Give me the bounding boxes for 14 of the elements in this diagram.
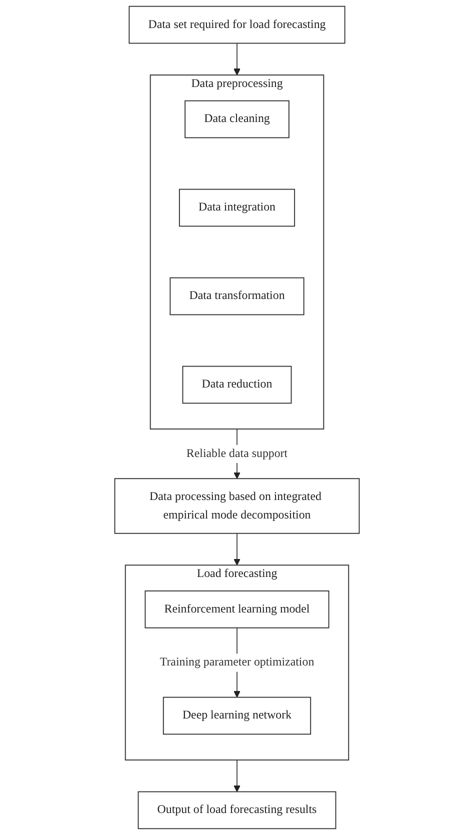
node-box: Data set required for load forecasting (128, 6, 346, 44)
node-box: Data transformation (170, 277, 304, 316)
node-box: Data processing based on integrated empirical mode decomposition (114, 478, 360, 534)
node-box: Data cleaning (184, 100, 290, 138)
arrow (234, 532, 240, 566)
node-box: Data integration (178, 188, 296, 227)
node-box: Data reduction (182, 366, 292, 404)
edge-label: Reliable data support (186, 447, 288, 460)
node-box: Reinforcement learning model (144, 590, 330, 628)
edge-label: Training parameter optimization (160, 656, 314, 669)
node-box: Deep learning network (162, 696, 312, 735)
node-box: Output of load forecasting results (138, 791, 336, 830)
arrow (234, 42, 240, 76)
arrow (234, 760, 240, 792)
